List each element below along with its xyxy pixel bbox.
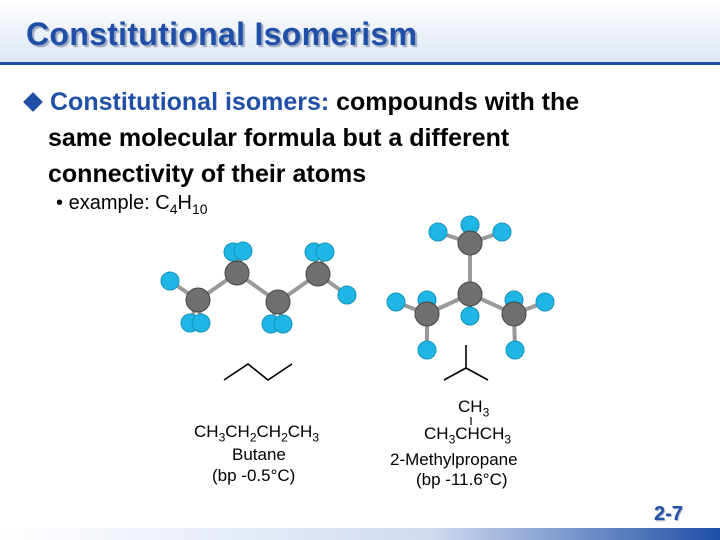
methylpropane-branch-formula: CH3 xyxy=(458,397,490,420)
methylpropane-condensed-formula: CH3CHCH3 xyxy=(424,424,512,447)
slide-title: Constitutional Isomerism xyxy=(26,16,418,52)
methylpropane-ball-and-stick xyxy=(386,215,555,360)
title-bar xyxy=(0,0,720,62)
example-mid: H xyxy=(177,192,192,214)
definition-part-2: same molecular formula but a different xyxy=(48,124,510,152)
title-underline xyxy=(0,62,720,65)
example-sub-1: 4 xyxy=(169,201,178,217)
example-sub-2: 10 xyxy=(191,201,208,217)
definition-part-1: compounds with the xyxy=(329,88,580,116)
methylpropane-skeletal-formula xyxy=(443,345,489,381)
slide-number: 2-7 xyxy=(654,503,683,525)
main-bullet: Constitutional isomers: compounds with t… xyxy=(20,84,680,192)
methylpropane-boiling-point: (bp -11.6°C) xyxy=(416,470,508,489)
methylpropane-name: 2-Methylpropane xyxy=(390,450,518,469)
butane-boiling-point: (bp -0.5°C) xyxy=(212,466,296,485)
footer-bar xyxy=(0,528,720,540)
butane-skeletal-formula xyxy=(223,363,293,381)
example-text: example: C xyxy=(68,192,170,214)
example-bullet: • example: C4H10 xyxy=(56,192,208,217)
butane-ball-and-stick xyxy=(160,241,357,334)
butane-condensed-formula: CH3CH2CH2CH3 xyxy=(194,422,319,445)
butane-name: Butane xyxy=(232,445,286,464)
sub-bullet-dot: • xyxy=(56,192,64,214)
definition-part-3: connectivity of their atoms xyxy=(48,160,367,188)
term: Constitutional isomers: xyxy=(50,88,330,116)
